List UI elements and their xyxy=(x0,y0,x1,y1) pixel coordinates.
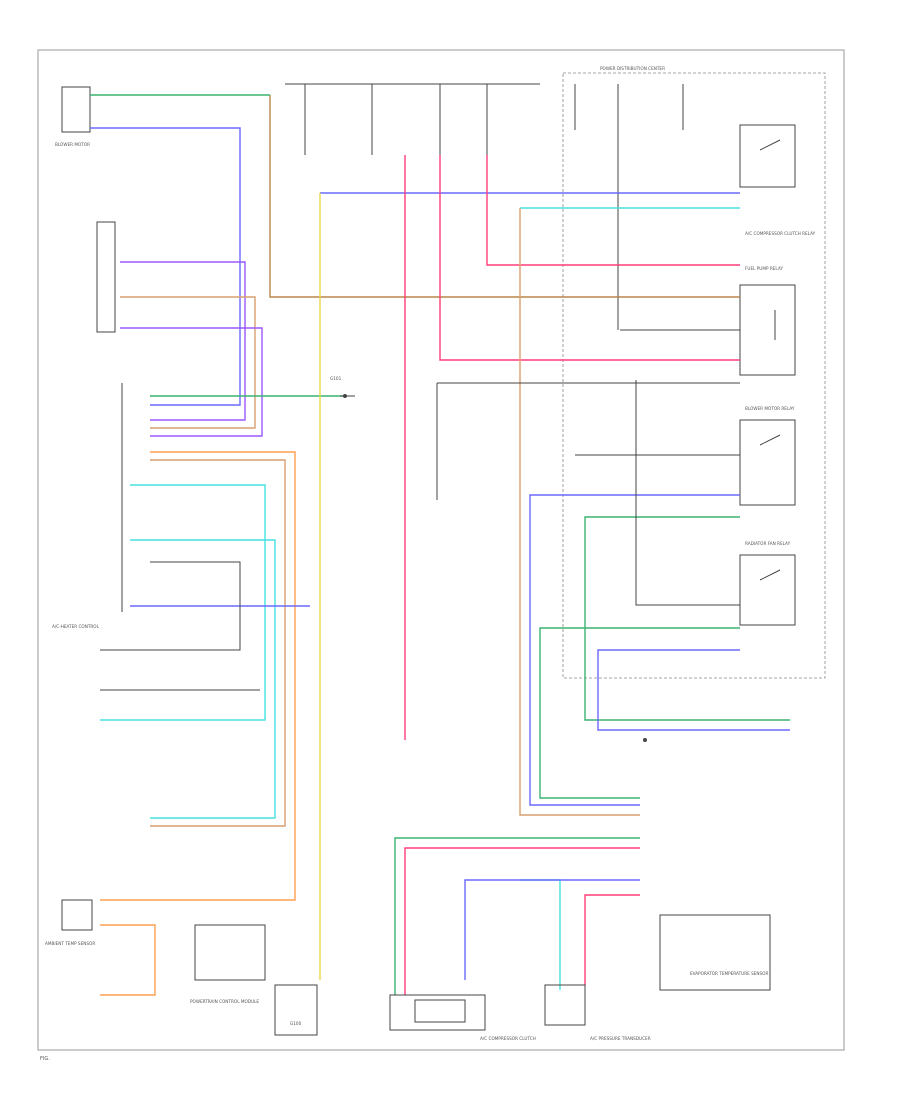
evap-sensor-label: EVAPORATOR TEMPERATURE SENSOR xyxy=(690,971,768,976)
ambient-sensor-label: AMBIENT TEMP SENSOR xyxy=(45,941,95,946)
wire-violet-1 xyxy=(120,261,246,421)
wire-pink-4 xyxy=(404,847,640,995)
wire-tan-3 xyxy=(519,208,640,816)
wire-orange-2 xyxy=(100,924,156,996)
relay-1-label: A/C COMPRESSOR CLUTCH RELAY xyxy=(745,231,816,236)
wire-black-6 xyxy=(635,380,740,606)
wire-orange-brown xyxy=(269,95,740,298)
wire-orange-1 xyxy=(100,451,296,901)
ambient-sensor-block xyxy=(61,899,93,931)
wire-pink-2 xyxy=(439,155,740,361)
wire-green-5 xyxy=(394,837,640,995)
pcm-block xyxy=(194,924,266,981)
wire-pink-1 xyxy=(486,155,740,266)
fuse-box-label: POWER DISTRIBUTION CENTER xyxy=(600,66,665,71)
ground-symbol-2 xyxy=(643,738,647,742)
wire-green-4 xyxy=(539,627,740,799)
fuse-box-enclosure xyxy=(562,72,826,679)
wire-cyan-3 xyxy=(130,539,276,819)
wire-blue-1 xyxy=(90,127,241,406)
ground-symbol-1 xyxy=(340,394,355,398)
wire-cyan-4 xyxy=(520,879,561,990)
wire-tan-1 xyxy=(120,296,256,429)
wire-blue-6 xyxy=(464,879,640,980)
wire-pink-5 xyxy=(584,894,640,985)
wire-blue-4 xyxy=(529,494,740,806)
relay-2-label: FUEL PUMP RELAY xyxy=(745,266,783,271)
relay-radiator-fan xyxy=(739,554,796,626)
pressure-switch-box xyxy=(544,984,586,1026)
wire-green-3 xyxy=(584,516,790,721)
mode-switch-block xyxy=(96,221,116,333)
ground-block-1 xyxy=(274,984,318,1036)
relay-ac-compressor xyxy=(739,124,796,188)
ground-1-label: G100 xyxy=(290,1021,302,1026)
wire-blue-5 xyxy=(597,649,790,731)
wire-violet-2 xyxy=(120,327,263,437)
wire-black-4 xyxy=(100,561,241,651)
diagram-frame xyxy=(37,49,845,1051)
relay-3-label: BLOWER MOTOR RELAY xyxy=(745,406,795,411)
relay-4-label: RADIATOR FAN RELAY xyxy=(745,541,791,546)
ground-2-label: G101 xyxy=(330,376,342,381)
blower-motor-block xyxy=(61,86,91,133)
ac-heater-control-label: A/C-HEATER CONTROL xyxy=(52,624,100,629)
relay-fuel-pump xyxy=(739,284,796,376)
wire-cyan-2 xyxy=(100,484,266,721)
blower-motor-label: BLOWER MOTOR xyxy=(55,142,90,147)
relay-blower-motor xyxy=(739,419,796,506)
pcm-label: POWERTRAIN CONTROL MODULE xyxy=(190,999,259,1004)
wire-tan-2 xyxy=(150,459,286,827)
compressor-clutch-box xyxy=(389,994,486,1031)
top-fuses xyxy=(304,84,684,330)
compressor-inner xyxy=(414,999,466,1023)
evap-sensor-block xyxy=(659,914,771,991)
page-footer: FIG. xyxy=(40,1056,50,1062)
pressure-switch-label: A/C PRESSURE TRANSDUCER xyxy=(590,1036,651,1041)
compressor-label: A/C COMPRESSOR CLUTCH xyxy=(480,1036,536,1041)
